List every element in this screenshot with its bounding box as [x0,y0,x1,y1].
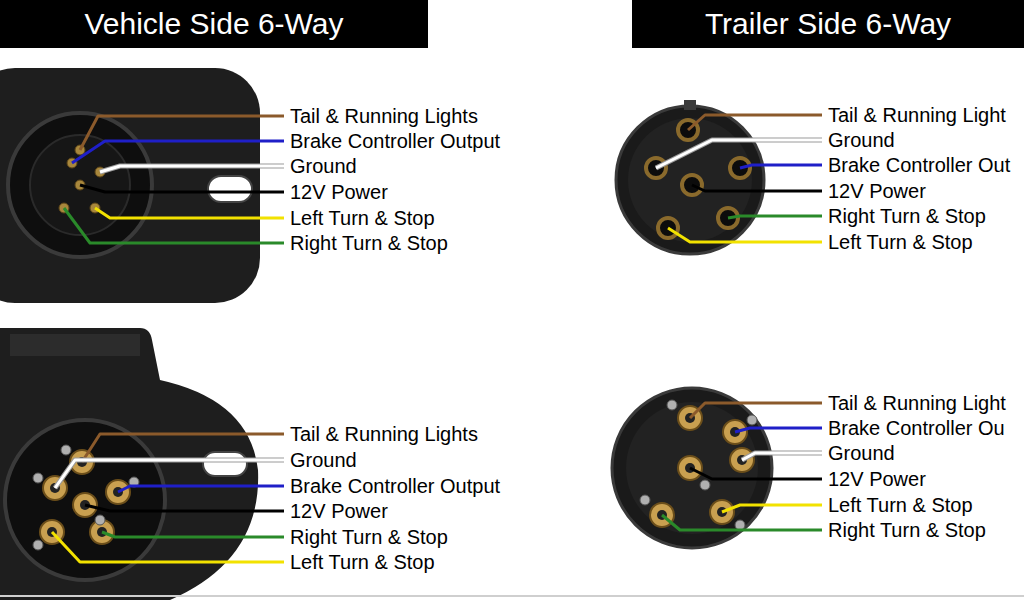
vehicle-connector-bottom [0,328,258,600]
pin-label: Tail & Running Light [828,391,1006,415]
pin-label: Tail & Running Lights [290,104,478,128]
pin-label: Left Turn & Stop [290,550,435,574]
pin-label: Tail & Running Light [828,103,1006,127]
pin-label: Right Turn & Stop [290,231,448,255]
pin-label: Left Turn & Stop [290,206,435,230]
pin-label: Tail & Running Lights [290,422,478,446]
pin-label: 12V Power [290,499,388,523]
pin-label: Right Turn & Stop [828,204,986,228]
header-title: Vehicle Side 6-Way [84,6,343,42]
trailer-plug-top [616,100,764,254]
pin-label: Ground [828,128,895,152]
pin-label: Brake Controller Output [290,474,500,498]
pin-label: Left Turn & Stop [828,493,973,517]
pin-label: Brake Controller Output [290,129,500,153]
bottom-rule [0,595,1024,597]
pin-label: 12V Power [828,467,926,491]
pin-label: Ground [290,154,357,178]
header-bar: Vehicle Side 6-Way [0,0,428,48]
pin-label: Left Turn & Stop [828,230,973,254]
pin-label: Ground [828,441,895,465]
leader-lines [52,115,822,562]
pin-label: Brake Controller Out [828,153,1010,177]
header-title: Trailer Side 6-Way [705,6,951,42]
pin-label: 12V Power [290,180,388,204]
pin-label: Right Turn & Stop [828,518,986,542]
vehicle-connector-top [0,68,260,303]
pin-label: Right Turn & Stop [290,525,448,549]
pin-label: Ground [290,448,357,472]
pin-label: Brake Controller Ou [828,416,1005,440]
pin-label: 12V Power [828,179,926,203]
header-bar: Trailer Side 6-Way [632,0,1024,48]
